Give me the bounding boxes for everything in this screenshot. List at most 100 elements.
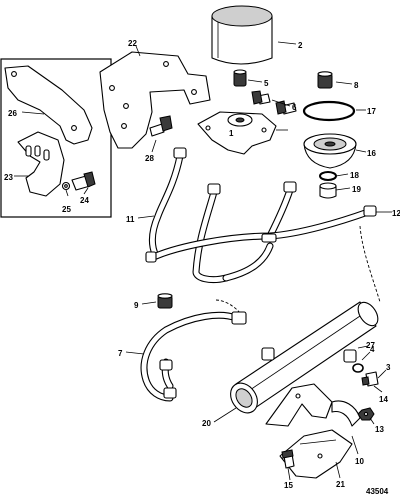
leader-11 bbox=[137, 215, 155, 219]
figure-number: 43504 bbox=[366, 487, 389, 496]
bracket-hole bbox=[121, 123, 127, 129]
callout-2: 2 bbox=[298, 41, 303, 50]
callout-24: 24 bbox=[80, 196, 89, 205]
plate-hole bbox=[11, 71, 17, 77]
callout-26: 26 bbox=[8, 109, 17, 118]
base-hole bbox=[205, 125, 211, 131]
hose-end-fitting bbox=[283, 181, 297, 193]
leader-21 bbox=[335, 461, 341, 479]
washer-hole bbox=[64, 184, 68, 188]
leader-6 bbox=[271, 99, 291, 107]
leader-15 bbox=[287, 467, 291, 481]
callout-16: 16 bbox=[367, 149, 376, 158]
callout-22: 22 bbox=[128, 39, 137, 48]
shield-21-body bbox=[279, 429, 353, 479]
screws-6 bbox=[251, 90, 297, 115]
shield-hole bbox=[317, 453, 323, 459]
leader-18 bbox=[335, 173, 349, 177]
callouts: 1 2 3 4 5 6 7 8 9 10 11 12 13 14 15 16 1… bbox=[4, 39, 400, 496]
callout-28: 28 bbox=[145, 154, 154, 163]
leader-24 bbox=[83, 187, 89, 195]
bracket-hole bbox=[109, 85, 115, 91]
leader-2 bbox=[277, 41, 297, 45]
callout-4: 4 bbox=[370, 345, 375, 354]
bracket-22-body bbox=[99, 51, 211, 149]
inset-bracket-group bbox=[0, 58, 112, 218]
hose-end-fitting bbox=[159, 359, 173, 371]
callout-25: 25 bbox=[62, 205, 71, 214]
screw-28-head bbox=[159, 115, 173, 132]
bracket-slot bbox=[25, 145, 32, 157]
hose-11-d-inner bbox=[223, 243, 273, 281]
spacer-19-top bbox=[319, 182, 337, 190]
screw-24-head bbox=[83, 171, 96, 188]
leader-lines bbox=[14, 41, 392, 481]
leader-8 bbox=[335, 81, 353, 85]
hose-tee-fitting bbox=[261, 233, 277, 243]
fitting-5-top bbox=[233, 69, 247, 75]
callout-23: 23 bbox=[4, 173, 13, 182]
hose-end-fitting bbox=[145, 251, 157, 263]
callout-14: 14 bbox=[379, 395, 388, 404]
fitting-9 bbox=[157, 293, 173, 309]
o-ring-4 bbox=[352, 363, 364, 373]
hose-11-b-inner bbox=[193, 189, 229, 282]
fitting-8 bbox=[317, 71, 333, 89]
bracket-hole bbox=[295, 393, 301, 399]
leader-14 bbox=[373, 385, 383, 393]
filter-base-1 bbox=[197, 111, 277, 155]
leader-28 bbox=[151, 139, 157, 153]
screw-6-head bbox=[251, 90, 263, 105]
hose-end-fitting bbox=[207, 183, 221, 195]
cooler-port bbox=[261, 347, 275, 361]
shield-21 bbox=[279, 429, 353, 479]
nut-13-hole bbox=[363, 411, 369, 417]
screw-28-shank bbox=[149, 123, 165, 137]
bracket-10 bbox=[265, 383, 361, 427]
hose-11-a-inner bbox=[150, 153, 183, 259]
callout-12: 12 bbox=[392, 209, 400, 218]
leader-26 bbox=[21, 111, 45, 115]
filter-2-top bbox=[211, 5, 273, 27]
bracket-hole bbox=[191, 89, 197, 95]
cooler-end-cap-far bbox=[357, 301, 379, 327]
bracket-slot bbox=[34, 145, 41, 157]
plug-3 bbox=[361, 371, 379, 387]
leader-5 bbox=[247, 79, 263, 83]
fitting-8-top bbox=[317, 71, 333, 77]
leader-4 bbox=[361, 351, 371, 361]
screw-15-head bbox=[281, 449, 294, 459]
connection-line bbox=[359, 225, 381, 303]
hose-end-fitting bbox=[163, 387, 177, 399]
shield-fold bbox=[299, 439, 337, 445]
leader-16 bbox=[355, 149, 367, 153]
filter-base-port bbox=[235, 117, 245, 123]
filter-2 bbox=[211, 5, 273, 65]
callout-20: 20 bbox=[202, 419, 211, 428]
bracket-22 bbox=[99, 51, 211, 149]
cooler-highlight bbox=[243, 311, 367, 395]
cooler-port bbox=[343, 349, 357, 363]
cooler-20 bbox=[230, 301, 379, 414]
hose-end-fitting bbox=[173, 147, 187, 159]
callout-7: 7 bbox=[118, 349, 123, 358]
callout-15: 15 bbox=[284, 481, 293, 490]
callout-27: 27 bbox=[366, 341, 375, 350]
filter-2-body bbox=[211, 15, 273, 65]
callout-17: 17 bbox=[367, 107, 376, 116]
leader-10 bbox=[351, 435, 359, 455]
leader-9 bbox=[141, 301, 157, 305]
fitting-5 bbox=[233, 69, 247, 87]
hose-7 bbox=[140, 311, 247, 402]
leader-20 bbox=[213, 407, 237, 423]
callout-11: 11 bbox=[126, 215, 135, 224]
leader-25 bbox=[65, 189, 69, 197]
hose-11-d bbox=[222, 242, 274, 282]
callout-5: 5 bbox=[264, 79, 269, 88]
hose-7-inner bbox=[141, 312, 239, 401]
callout-10: 10 bbox=[355, 457, 364, 466]
spacer-19 bbox=[319, 182, 337, 199]
clamp-10 bbox=[331, 400, 361, 427]
hose-7-body bbox=[140, 311, 240, 402]
